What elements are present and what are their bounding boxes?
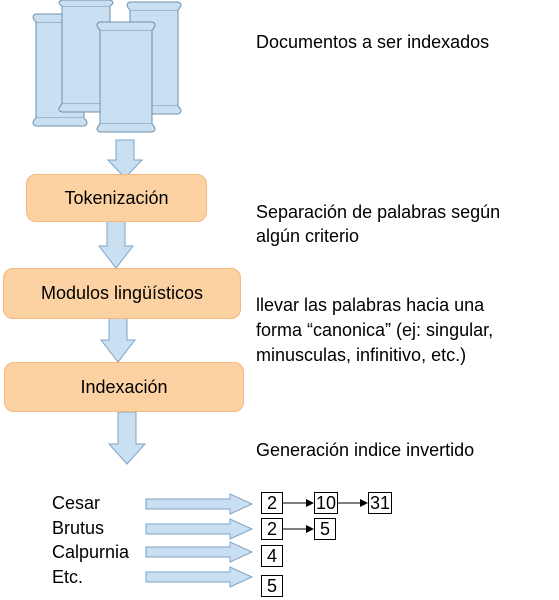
linguistic-description-line1: llevar las palabras hacia una xyxy=(256,295,485,315)
posting-cesar-1: 2 xyxy=(261,492,283,514)
documents-description: Documentos a ser indexados xyxy=(256,32,490,52)
index-term-brutus: Brutus xyxy=(52,518,105,538)
posting-brutus-2: 5 xyxy=(314,518,336,540)
tokenization-description-line2: algún criterio xyxy=(256,226,360,246)
term-arrow-brutus xyxy=(145,518,254,540)
document-scroll-4 xyxy=(96,21,156,133)
index-term-calpurnia: Calpurnia xyxy=(52,542,130,562)
flow-arrow-3 xyxy=(99,311,137,363)
tokenization-description-line1: Separación de palabras según xyxy=(256,202,501,222)
posting-etc-1: 5 xyxy=(261,575,283,597)
posting-calpurnia-1: 4 xyxy=(261,545,283,567)
step-linguistic-modules: Modulos lingüísticos xyxy=(3,268,241,319)
linguistic-description-line2: forma “canonica” (ej: singular, xyxy=(256,320,494,340)
documents-icon xyxy=(32,0,182,133)
posting-brutus-1: 2 xyxy=(261,518,283,540)
term-arrow-calpurnia xyxy=(145,541,254,563)
step-linguistic-modules-label: Modulos lingüísticos xyxy=(40,283,204,303)
index-term-etc: Etc. xyxy=(52,567,84,587)
step-tokenization-label: Tokenización xyxy=(64,187,169,208)
step-indexing-label: Indexación xyxy=(80,376,168,397)
flow-arrow-4 xyxy=(107,411,147,465)
step-tokenization: Tokenización xyxy=(26,174,207,222)
flow-arrow-2 xyxy=(97,219,135,269)
posting-cesar-2: 10 xyxy=(314,492,338,514)
term-arrow-etc xyxy=(145,566,254,588)
inverted-index-description: Generación indice invertido xyxy=(256,440,475,460)
step-indexing: Indexación xyxy=(4,362,244,412)
posting-cesar-3: 31 xyxy=(368,492,392,514)
term-arrow-cesar xyxy=(145,493,254,515)
linguistic-description-line3: minusculas, infinitivo, etc.) xyxy=(256,345,467,365)
flow-arrow-1 xyxy=(106,139,144,179)
index-term-cesar: Cesar xyxy=(52,493,101,513)
